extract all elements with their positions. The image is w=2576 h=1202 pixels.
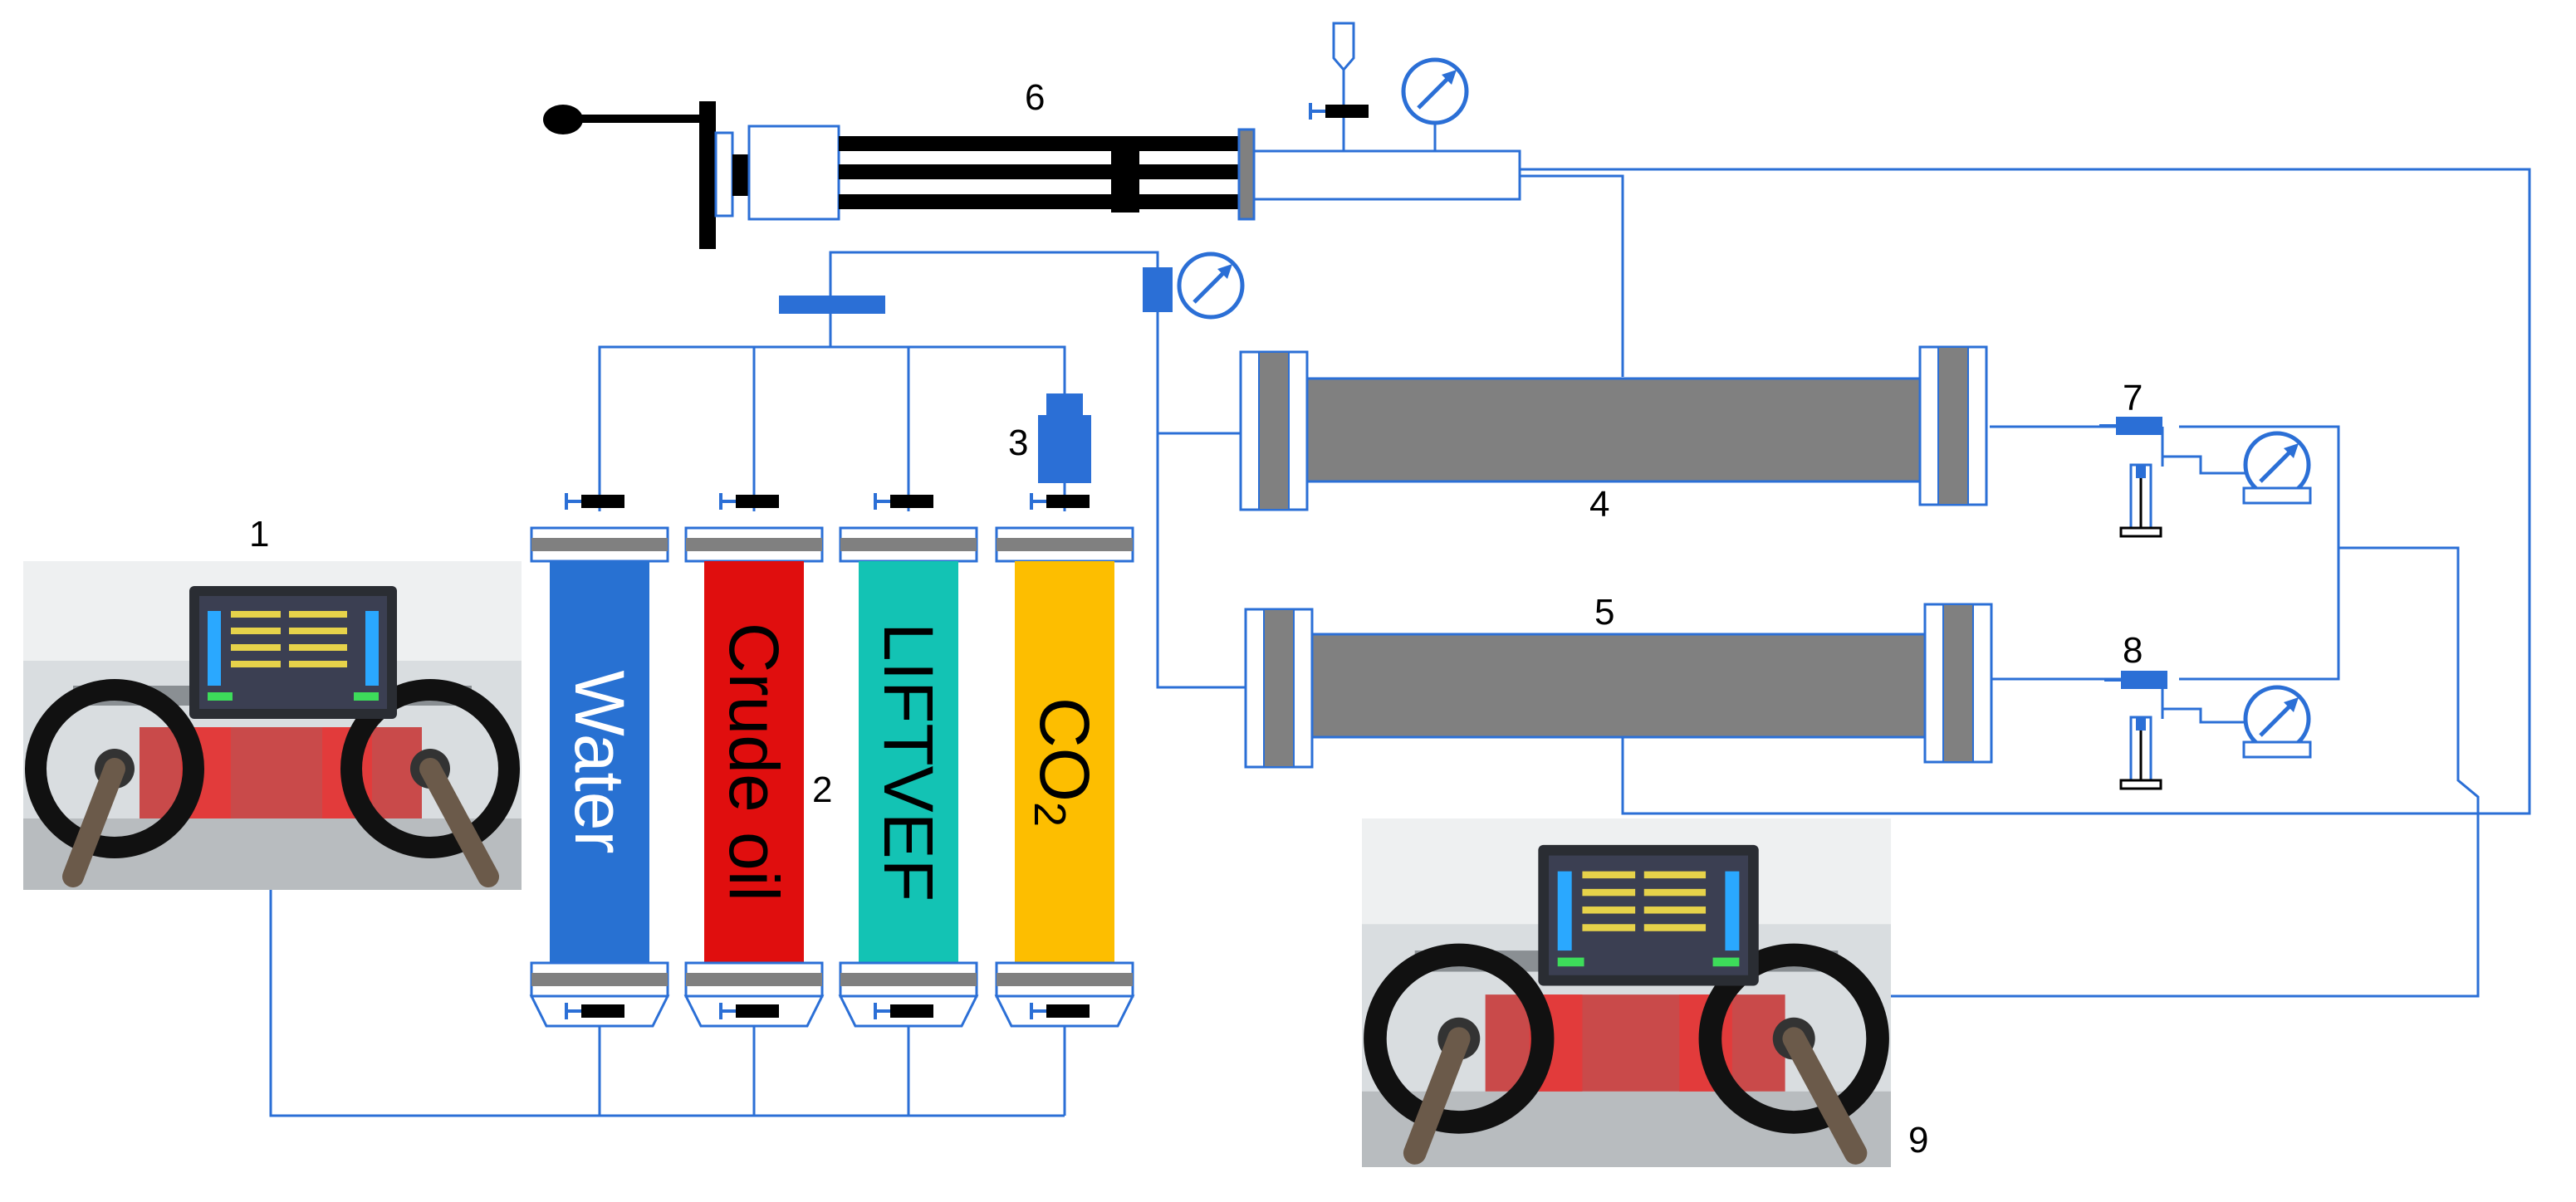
label-outlet-short: 8 [2123, 630, 2143, 671]
measuring-cylinder-icon [2119, 463, 2162, 538]
container-label-co2: CO2 [1025, 697, 1104, 827]
pressure-gauge-icon [2242, 433, 2312, 505]
label-core-long: 4 [1589, 484, 1609, 525]
label-pump1: 1 [249, 514, 269, 555]
back-pressure-regulator [1038, 393, 1091, 483]
container-body [704, 561, 804, 963]
container-body [859, 561, 958, 963]
label-regulator: 3 [1008, 423, 1028, 463]
displacement-pump-photo-1 [23, 561, 522, 890]
pressure-gauge-icon [1403, 60, 1467, 123]
inlet-valve-icon [1143, 267, 1173, 312]
container-label-crude-oil: Crude oil [715, 623, 793, 902]
label-containers: 2 [812, 770, 832, 810]
manual-pump [543, 22, 1521, 249]
co2-main: CO [1026, 697, 1104, 802]
container-liftvef [839, 491, 978, 1028]
measuring-cylinder-icon [2119, 716, 2162, 790]
piping [269, 168, 2531, 1117]
container-body [1015, 561, 1114, 963]
container-label-water: Water [561, 671, 639, 854]
core-holder-long [1239, 345, 1988, 511]
label-pump9: 9 [1908, 1120, 1928, 1160]
pressure-gauge-icon [2242, 687, 2312, 759]
container-label-liftvef: LIFTVEF [869, 623, 948, 902]
label-manual-pump: 6 [1025, 77, 1045, 118]
container-water [530, 491, 669, 1028]
pressure-gauge-icon [1179, 254, 1242, 317]
container-co2 [995, 491, 1134, 1028]
manifold-valve-icon [779, 296, 885, 314]
outlet-assembly-8 [2104, 671, 2312, 790]
label-outlet-long: 7 [2123, 378, 2143, 418]
container-crude-oil [684, 491, 824, 1028]
displacement-pump-photo-9 [1362, 818, 1891, 1167]
container-body [550, 561, 649, 963]
outlet-assembly-7 [2099, 417, 2312, 538]
co2-subscript: 2 [1025, 802, 1075, 827]
core-holder-short [1244, 603, 1993, 769]
label-core-short: 5 [1594, 592, 1614, 633]
